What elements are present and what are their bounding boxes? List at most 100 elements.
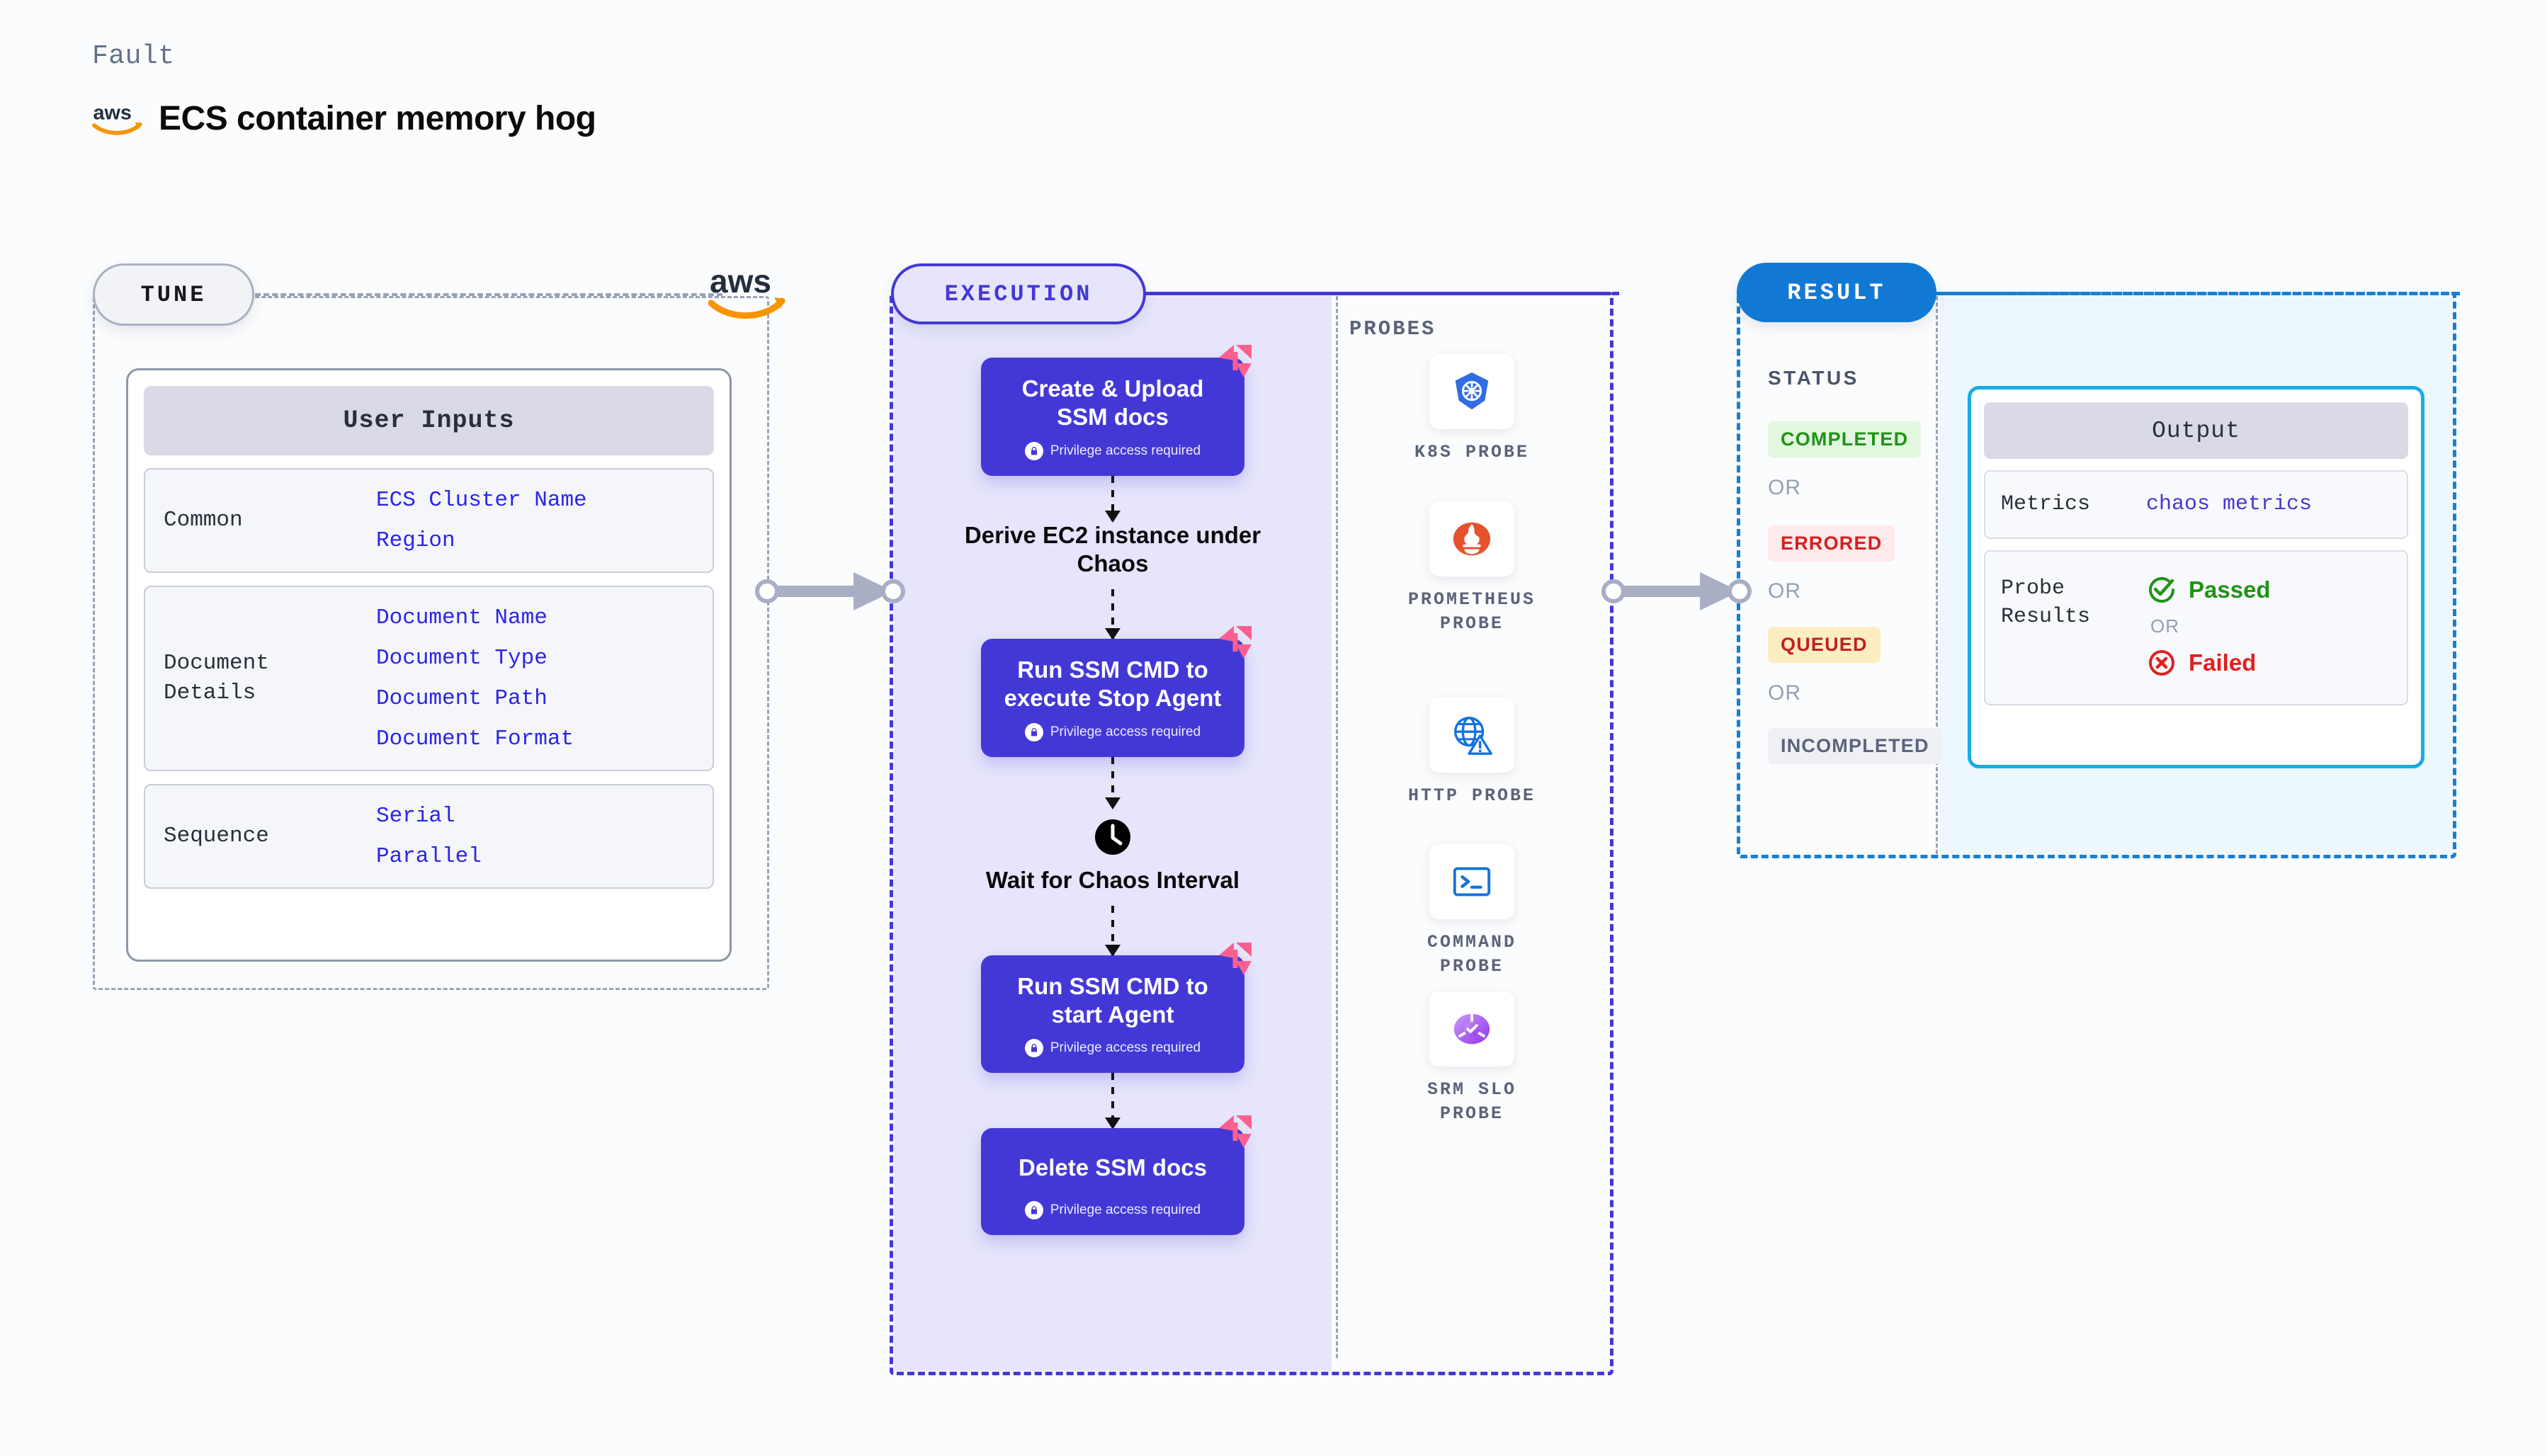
probe-label: K8S PROBE	[1414, 442, 1530, 462]
status-badge-completed: COMPLETED	[1768, 421, 1922, 457]
node-sub-label: Privilege access required	[1050, 443, 1201, 458]
input-field[interactable]: Document Path	[376, 686, 548, 711]
node-privilege-note: Privilege access required	[994, 1039, 1232, 1058]
probe-result-or: OR	[2150, 615, 2179, 637]
probe-tile	[1429, 991, 1514, 1067]
input-field[interactable]: Region	[376, 528, 455, 553]
probe-tile	[1429, 354, 1514, 429]
execution-node-wait-for-chaos-interval: Wait for Chaos Interval	[953, 818, 1273, 894]
x-circle-icon	[2149, 649, 2174, 676]
input-field[interactable]: ECS Cluster Name	[376, 488, 587, 513]
node-sub-label: Privilege access required	[1050, 1040, 1201, 1056]
execution-dashed-connector	[1145, 292, 1619, 295]
chaos-flag-icon	[1219, 942, 1252, 975]
status-label: QUEUED	[1781, 634, 1868, 655]
execution-node-derive-ec2-instance: Derive EC2 instance under Chaos	[953, 521, 1273, 579]
input-field[interactable]: Parallel	[376, 844, 482, 869]
probe-srm-slo[interactable]: SRM SLO PROBE	[1394, 991, 1550, 1126]
node-privilege-note: Privilege access required	[994, 441, 1232, 460]
globe-warning-icon	[1454, 717, 1492, 755]
node-privilege-note: Privilege access required	[994, 722, 1232, 741]
execution-node-run-ssm-cmd-stop-agent[interactable]: Run SSM CMD to execute Stop Agent Privil…	[981, 626, 1252, 757]
probe-tile	[1429, 698, 1514, 773]
metrics-label: Metrics	[2001, 492, 2091, 516]
input-group-document-details[interactable]: Document Details Document Name Document …	[144, 586, 714, 771]
status-title: STATUS	[1768, 367, 1859, 389]
input-field[interactable]: Document Type	[376, 646, 548, 671]
clock-icon	[1095, 819, 1130, 855]
node-sub-label: Privilege access required	[1050, 1202, 1201, 1217]
group-values: ECS Cluster Name Region	[376, 488, 587, 553]
kubernetes-icon	[1455, 372, 1489, 410]
probe-label: PROMETHEUS PROBE	[1407, 589, 1536, 634]
tune-pill-label: TUNE	[140, 281, 207, 308]
lock-icon	[1024, 1200, 1043, 1219]
flow-connector	[1111, 1073, 1114, 1129]
result-pill-label: RESULT	[1787, 279, 1886, 306]
probe-prometheus[interactable]: PROMETHEUS PROBE	[1394, 501, 1550, 636]
result-pill[interactable]: RESULT	[1737, 263, 1936, 322]
lock-icon	[1024, 722, 1043, 741]
output-card: Output Metrics chaos metrics Probe Resul…	[1968, 386, 2424, 768]
probe-label: SRM SLO PROBE	[1426, 1079, 1517, 1124]
input-group-common[interactable]: Common ECS Cluster Name Region	[144, 468, 714, 573]
svg-text:aws: aws	[93, 101, 131, 124]
tune-pill[interactable]: TUNE	[93, 263, 254, 326]
probe-http[interactable]: HTTP PROBE	[1394, 698, 1550, 808]
node-title: Wait for Chaos Interval	[985, 866, 1240, 893]
probe-command[interactable]: COMMAND PROBE	[1394, 844, 1550, 979]
prometheus-icon	[1453, 522, 1491, 556]
arrow-tune-to-execution	[755, 572, 905, 610]
output-row-probe-results: Probe Results Passed OR Failed	[1984, 550, 2408, 705]
node-title: Derive EC2 instance under Chaos	[964, 521, 1261, 576]
group-values: Serial Parallel	[376, 804, 482, 869]
execution-node-create-upload-ssm-docs[interactable]: Create & Upload SSM docs Privilege acces…	[981, 345, 1252, 476]
fault-kicker: Fault	[92, 41, 175, 72]
probe-tile	[1429, 501, 1514, 576]
passed-label: Passed	[2189, 576, 2271, 603]
probe-label: HTTP PROBE	[1407, 785, 1536, 806]
arrow-execution-to-result	[1601, 572, 1752, 610]
probe-label: COMMAND PROBE	[1426, 932, 1517, 977]
status-label: ERRORED	[1781, 533, 1883, 554]
output-title: Output	[1984, 402, 2408, 459]
execution-node-run-ssm-cmd-start-agent[interactable]: Run SSM CMD to start Agent Privilege acc…	[981, 942, 1252, 1074]
aws-logo-icon: aws	[92, 101, 142, 135]
execution-pill[interactable]: EXECUTION	[891, 263, 1146, 324]
execution-flow: Create & Upload SSM docs Privilege acces…	[953, 345, 1273, 1235]
input-field[interactable]: Document Format	[376, 727, 574, 751]
node-sub-label: Privilege access required	[1050, 724, 1201, 739]
node-privilege-note: Privilege access required	[994, 1200, 1232, 1219]
tune-dashed-connector	[255, 293, 722, 296]
execution-node-delete-ssm-docs[interactable]: Delete SSM docs Privilege access require…	[981, 1115, 1252, 1235]
page-title: ECS container memory hog	[159, 99, 596, 137]
group-values: Document Name Document Type Document Pat…	[376, 605, 574, 751]
probes-column	[1336, 296, 1610, 1358]
execution-pill-label: EXECUTION	[944, 280, 1093, 307]
flow-connector	[1111, 905, 1114, 955]
input-field[interactable]: Document Name	[376, 605, 548, 630]
input-field[interactable]: Serial	[376, 804, 455, 829]
chaos-flag-icon	[1219, 345, 1252, 377]
probe-k8s[interactable]: K8S PROBE	[1394, 354, 1550, 465]
probe-tile	[1429, 844, 1514, 919]
metrics-value[interactable]: chaos metrics	[2146, 492, 2313, 517]
status-or: OR	[1768, 476, 1801, 499]
probe-result-failed: Failed	[2146, 647, 2271, 678]
status-label: INCOMPLETED	[1781, 735, 1929, 756]
flow-connector	[1111, 756, 1114, 808]
title-row: aws ECS container memory hog	[92, 98, 596, 138]
lock-icon	[1024, 1039, 1043, 1058]
lock-icon	[1024, 441, 1043, 460]
input-group-sequence[interactable]: Sequence Serial Parallel	[144, 784, 714, 889]
status-or: OR	[1768, 681, 1801, 705]
failed-label: Failed	[2189, 649, 2257, 676]
group-label: Common	[164, 508, 243, 533]
probe-results-label: Probe Results	[2001, 576, 2091, 630]
node-title: Delete SSM docs	[1019, 1154, 1207, 1181]
probes-title: PROBES	[1349, 317, 1436, 341]
node-title: Run SSM CMD to start Agent	[1017, 972, 1208, 1028]
group-label: Document Details	[164, 651, 269, 705]
chaos-flag-icon	[1219, 1115, 1252, 1149]
node-title: Run SSM CMD to execute Stop Agent	[1004, 656, 1222, 712]
